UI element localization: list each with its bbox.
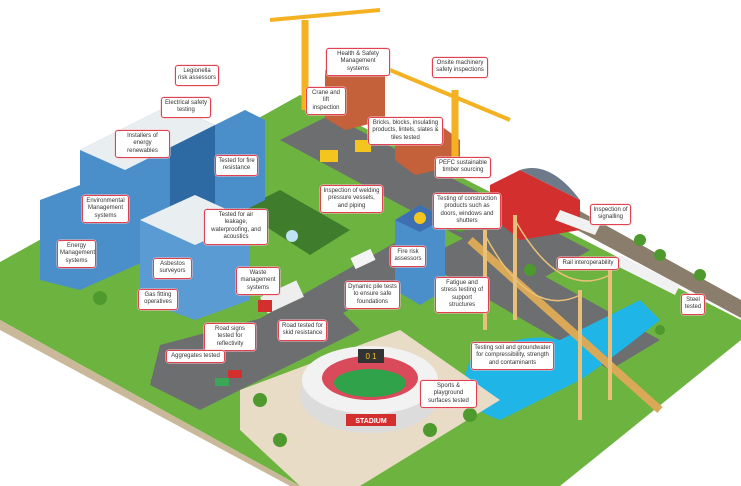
- callout-electrical: Electrical safety testing: [161, 97, 211, 118]
- train-station: [490, 168, 680, 295]
- callout-health-safety: Health & Safety Management systems: [326, 48, 390, 77]
- van: [350, 248, 376, 270]
- callout-sports: Sports & playground surfaces tested: [420, 380, 477, 409]
- callout-fatigue: Fatigue and stress testing of support st…: [435, 277, 489, 313]
- callout-fire-risk: Fire risk assessors: [390, 246, 426, 267]
- callout-pefc: PEFC sustainable timber sourcing: [435, 157, 491, 178]
- callout-welding: Inspection of welding pressure vessels, …: [320, 185, 383, 214]
- truck-cab: [258, 300, 272, 312]
- callout-skid: Road tested for skid resistance: [278, 320, 327, 341]
- callout-waste: Waste management systems: [236, 267, 280, 296]
- callout-steel: Steel tested: [681, 294, 705, 315]
- callout-gas: Gas fitting operatives: [138, 289, 178, 310]
- callout-aggregates: Aggregates tested: [166, 350, 225, 364]
- callout-rail: Rail interoperability: [557, 257, 619, 271]
- scoreboard: 0 1: [365, 352, 377, 361]
- callout-construction-products: Testing of construction products such as…: [433, 193, 501, 229]
- callout-bricks: Bricks, blocks, insulating products, lin…: [368, 117, 443, 146]
- stadium-sign: STADIUM: [355, 418, 387, 425]
- ground-edge: [0, 320, 300, 486]
- car-red: [228, 370, 242, 378]
- callout-asbestos: Asbestos surveyors: [153, 258, 192, 279]
- suspension-bridge: [467, 215, 663, 420]
- callout-energy: Energy Management systems: [57, 240, 96, 269]
- callout-environmental: Environmental Management systems: [82, 195, 129, 224]
- callout-legionella: Legionella risk assessors: [175, 65, 219, 86]
- callout-crane: Crane and lift inspection: [306, 87, 346, 116]
- hedge-maze: [240, 190, 350, 255]
- trees: [93, 218, 706, 447]
- callout-renewables: Installers of energy renewables: [115, 130, 170, 159]
- callout-soil: Testing soil and groundwater for compres…: [471, 342, 554, 371]
- callout-signalling: Inspection of signalling: [590, 204, 631, 225]
- callout-fire-resistance: Tested for fire resistance: [215, 155, 258, 176]
- callout-pile: Dynamic pile tests to ensure safe founda…: [345, 281, 400, 310]
- car-green: [215, 378, 229, 386]
- callout-onsite: Onsite machinery safety inspections: [432, 57, 488, 78]
- callout-road-signs: Road signs tested for reflectivity: [204, 323, 256, 352]
- fountain: [286, 230, 298, 242]
- stadium: [240, 330, 500, 486]
- callout-air-leakage: Tested for air leakage, waterproofing, a…: [204, 209, 268, 245]
